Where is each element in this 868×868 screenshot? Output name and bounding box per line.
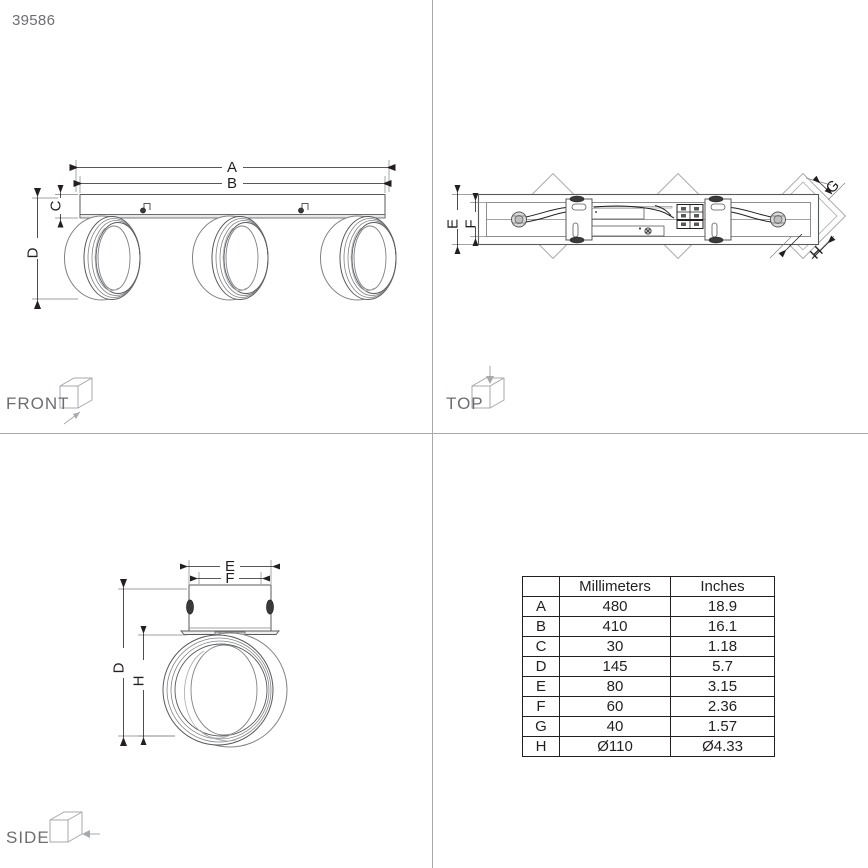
side-view: E F D H: [111, 558, 288, 748]
svg-text:D: D: [25, 247, 42, 258]
row-inch-h: Ø4.33: [670, 736, 775, 757]
table-row: C 30 1.18: [522, 636, 775, 657]
row-key-g: G: [522, 716, 560, 737]
top-driver-lower: [591, 225, 665, 237]
row-inch-f: 2.36: [670, 696, 775, 717]
table-header-inches: Inches: [670, 576, 775, 597]
row-key-c: C: [522, 636, 560, 657]
cube-front-icon: [59, 377, 93, 425]
row-key-f: F: [522, 696, 560, 717]
front-spot-head-3: [320, 215, 397, 301]
row-inch-a: 18.9: [670, 596, 775, 617]
row-inch-b: 16.1: [670, 616, 775, 637]
table-header-millimeters: Millimeters: [559, 576, 671, 597]
svg-text:B: B: [227, 175, 237, 192]
row-mm-g: 40: [559, 716, 671, 737]
svg-text:G: G: [823, 177, 843, 197]
top-mounting-bracket-right: [704, 195, 732, 244]
table-row: E 80 3.15: [522, 676, 775, 697]
table-header-key: [522, 576, 560, 597]
front-plate-fixing-detail-right: [298, 203, 309, 214]
top-view: E F G H: [445, 172, 847, 263]
row-inch-d: 5.7: [670, 656, 775, 677]
front-plate-fixing-detail-left: [140, 203, 151, 214]
row-mm-d: 145: [559, 656, 671, 677]
row-mm-c: 30: [559, 636, 671, 657]
top-dimension-H: H: [769, 233, 836, 263]
svg-text:C: C: [48, 200, 65, 211]
table-row: D 145 5.7: [522, 656, 775, 677]
row-inch-e: 3.15: [670, 676, 775, 697]
table-row: G 40 1.57: [522, 716, 775, 737]
row-key-d: D: [522, 656, 560, 677]
front-spot-head-1: [64, 215, 141, 301]
front-view: A B C D: [25, 159, 397, 309]
product-code: 39586: [12, 12, 56, 29]
cube-side-icon: [49, 811, 100, 843]
row-inch-c: 1.18: [670, 636, 775, 657]
front-dimension-B: B: [73, 175, 392, 193]
top-terminal-block-lower: [676, 220, 704, 229]
svg-text:H: H: [131, 676, 148, 687]
view-label-side: SIDE: [6, 828, 50, 847]
table-row: H Ø110 Ø4.33: [522, 736, 775, 757]
row-inch-g: 1.57: [670, 716, 775, 737]
row-mm-b: 410: [559, 616, 671, 637]
view-label-front: FRONT: [6, 394, 70, 413]
front-dimension-C: C: [48, 185, 78, 228]
row-mm-f: 60: [559, 696, 671, 717]
top-mounting-bracket-left: [565, 195, 593, 244]
top-terminal-block-upper: [676, 204, 704, 220]
row-key-b: B: [522, 616, 560, 637]
table-header-row: Millimeters Inches: [522, 576, 775, 597]
dimensions-table: Millimeters Inches A 480 18.9 B 410 16.1…: [522, 576, 775, 757]
row-mm-e: 80: [559, 676, 671, 697]
top-right-swivel-assembly: [730, 207, 786, 228]
front-dimension-D: D: [25, 188, 78, 309]
side-dimension-H: H: [131, 626, 187, 745]
front-base-plate: [79, 194, 386, 219]
svg-text:E: E: [225, 558, 235, 575]
top-dimension-F: F: [463, 193, 486, 246]
front-spot-head-2: [192, 215, 269, 301]
row-key-a: A: [522, 596, 560, 617]
svg-text:A: A: [227, 159, 237, 176]
row-key-e: E: [522, 676, 560, 697]
side-spot-head: [162, 632, 288, 748]
svg-text:E: E: [445, 219, 462, 229]
row-mm-h: Ø110: [559, 736, 671, 757]
top-internal-wiring: [593, 205, 675, 219]
cube-top-icon: [471, 366, 505, 409]
top-housing: [477, 193, 820, 246]
top-left-swivel-assembly: [511, 207, 567, 228]
svg-text:F: F: [463, 219, 480, 228]
table-row: B 410 16.1: [522, 616, 775, 637]
svg-text:D: D: [111, 662, 128, 673]
row-mm-a: 480: [559, 596, 671, 617]
side-dimension-E: E: [180, 558, 280, 584]
side-dimension-F: F: [190, 570, 270, 587]
view-label-top: TOP: [446, 394, 484, 413]
side-base-plate: [180, 584, 280, 637]
row-key-h: H: [522, 736, 560, 757]
table-row: F 60 2.36: [522, 696, 775, 717]
svg-text:F: F: [225, 570, 234, 587]
table-row: A 480 18.9: [522, 596, 775, 617]
